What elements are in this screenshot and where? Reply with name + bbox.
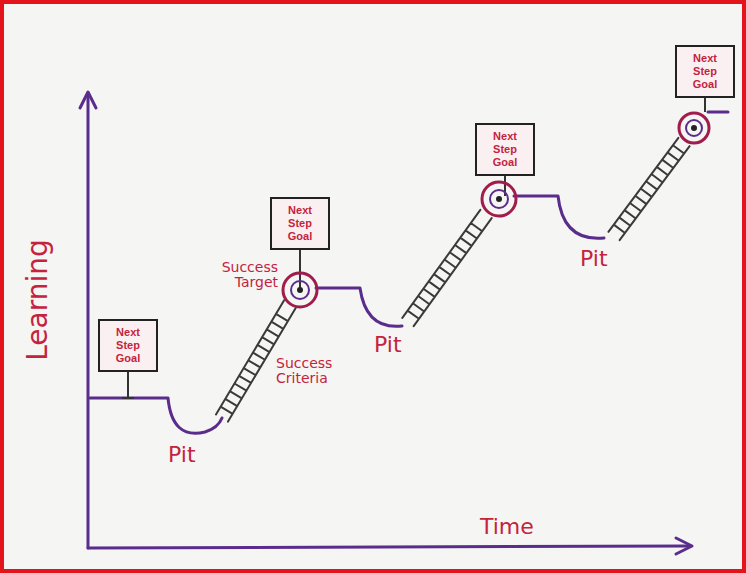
goal-sign: Next Step Goal [475,123,535,176]
sign-text: Next Step Goal [481,130,529,169]
hand-label: Pit [374,332,402,358]
learning-path [514,196,604,238]
target [482,182,516,216]
hand-label: Success Target [220,260,278,290]
sign-post [122,372,134,398]
goal-sign: Next Step Goal [98,319,158,372]
goal-sign: Next Step Goal [270,197,330,250]
horizontal-axis [88,546,690,548]
learning-path [316,288,402,326]
hand-label: Pit [168,442,196,468]
sign-post [299,250,301,288]
ladder [608,138,689,240]
target [283,273,317,307]
sign-text: Next Step Goal [276,204,324,243]
sign-text: Next Step Goal [681,52,729,91]
hand-label: Learning [21,239,55,361]
ladder [402,210,491,326]
sign-text: Next Step Goal [104,326,152,365]
hand-label: Success Criteria [276,356,346,386]
hand-label: Time [480,514,534,540]
hand-label: Pit [580,246,608,272]
vertical-axis [87,96,90,548]
axis-arrowhead [676,538,692,554]
target [679,113,709,143]
axis-arrowhead [80,92,96,108]
goal-sign: Next Step Goal [675,45,735,98]
learning-path [90,398,222,433]
sign-post [704,98,706,112]
learning-path [708,111,728,114]
